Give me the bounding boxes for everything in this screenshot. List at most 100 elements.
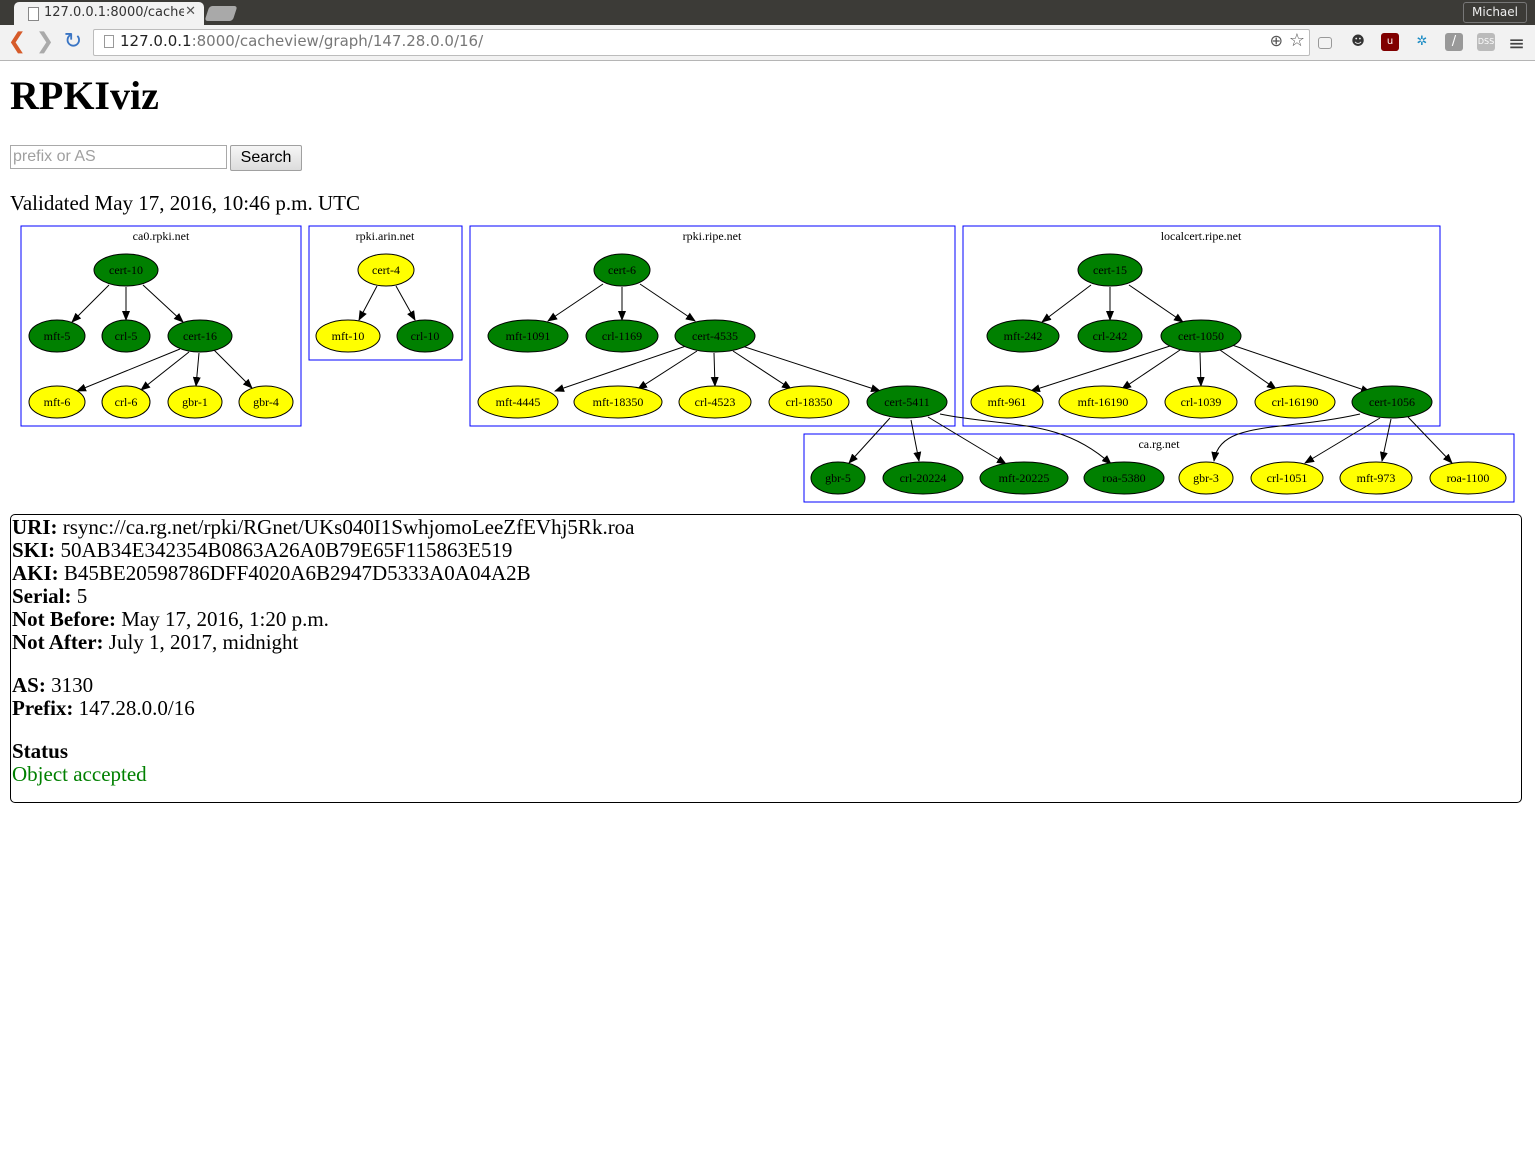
reload-icon[interactable]: ↻ <box>63 29 83 54</box>
prefix-row: Prefix: 147.28.0.0/16 <box>12 696 195 721</box>
graph-node[interactable]: gbr-4 <box>238 385 294 419</box>
graph-node[interactable]: crl-18350 <box>768 385 850 419</box>
graph-node[interactable]: crl-10 <box>396 319 454 353</box>
node-label: mft-16190 <box>1078 395 1129 409</box>
node-label: crl-18350 <box>786 395 833 409</box>
uri-row: URI: rsync://ca.rg.net/rpki/RGnet/UKs040… <box>12 515 635 540</box>
graph-node[interactable]: crl-16190 <box>1254 385 1336 419</box>
graph-node[interactable]: mft-1091 <box>487 319 569 353</box>
node-label: gbr-3 <box>1193 471 1219 485</box>
graph-node[interactable]: gbr-1 <box>167 385 223 419</box>
zoom-icon[interactable]: ⊕ <box>1269 31 1283 50</box>
graph-node[interactable]: cert-4535 <box>674 319 756 353</box>
graph-node[interactable]: mft-242 <box>986 319 1060 353</box>
graph-node[interactable]: crl-6 <box>101 385 151 419</box>
graph-node[interactable]: mft-18350 <box>573 385 663 419</box>
graph-node[interactable]: mft-961 <box>970 385 1044 419</box>
graph-edges <box>71 283 1453 465</box>
graph-node[interactable]: mft-973 <box>1339 461 1413 495</box>
graph-node[interactable]: cert-5411 <box>866 385 948 419</box>
graph-node[interactable]: cert-15 <box>1077 253 1143 287</box>
validated-timestamp: Validated May 17, 2016, 10:46 p.m. UTC <box>10 191 360 215</box>
graph-node[interactable]: mft-4445 <box>477 385 559 419</box>
back-icon[interactable]: ❮ <box>7 29 27 54</box>
node-label: crl-6 <box>115 395 138 409</box>
graph-node[interactable]: cert-1056 <box>1351 385 1433 419</box>
graph-node[interactable]: roa-5380 <box>1083 461 1165 495</box>
graph-node[interactable]: crl-1039 <box>1164 385 1238 419</box>
dss-extension-icon[interactable]: DSS <box>1477 33 1495 51</box>
object-details-panel: URI: rsync://ca.rg.net/rpki/RGnet/UKs040… <box>10 514 1522 803</box>
aki-value: B45BE20598786DFF4020A6B2947D5333A0A04A2B <box>63 561 531 585</box>
node-label: gbr-4 <box>253 395 279 409</box>
node-label: cert-1050 <box>1178 329 1224 343</box>
node-label: cert-4535 <box>692 329 738 343</box>
graph-node[interactable]: roa-1100 <box>1429 461 1507 495</box>
profile-button[interactable]: Michael <box>1463 2 1527 23</box>
node-label: gbr-1 <box>182 395 208 409</box>
menu-icon[interactable]: ≡ <box>1508 31 1525 55</box>
graph-node[interactable]: cert-16 <box>167 319 233 353</box>
graph-node[interactable]: crl-20224 <box>882 461 964 495</box>
graph-node[interactable]: cert-10 <box>93 253 159 287</box>
search-button[interactable]: Search <box>230 145 302 171</box>
tab-strip: 127.0.0.1:8000/cacheview/graph/147.28.0.… <box>0 0 1535 25</box>
prefix-label: Prefix: <box>12 696 74 720</box>
node-label: crl-16190 <box>1272 395 1319 409</box>
address-url: 127.0.0.1:8000/cacheview/graph/147.28.0.… <box>120 32 483 50</box>
not-after-value: July 1, 2017, midnight <box>108 630 299 654</box>
node-label: cert-16 <box>183 329 217 343</box>
node-label: cert-15 <box>1093 263 1127 277</box>
node-label: gbr-5 <box>825 471 851 485</box>
graph-node[interactable]: crl-1169 <box>585 319 659 353</box>
node-label: mft-10 <box>332 329 365 343</box>
search-input[interactable] <box>10 145 227 169</box>
address-bar[interactable]: 127.0.0.1:8000/cacheview/graph/147.28.0.… <box>93 29 1310 56</box>
graph-node[interactable]: crl-242 <box>1077 319 1143 353</box>
page-info-icon[interactable] <box>104 35 114 48</box>
rpki-graph: ca0.rpki.net rpki.arin.net rpki.ripe.net… <box>20 225 1515 503</box>
incognito-extension-icon[interactable]: ☻ <box>1351 34 1365 49</box>
graph-node[interactable]: mft-20225 <box>979 461 1069 495</box>
graph-node[interactable]: gbr-3 <box>1178 461 1234 495</box>
ski-row: SKI: 50AB34E342354B0863A26A0B79E65F11586… <box>12 538 512 563</box>
node-label: cert-1056 <box>1369 395 1415 409</box>
as-value: 3130 <box>51 673 94 697</box>
forward-icon[interactable]: ❯ <box>35 29 55 54</box>
close-tab-icon[interactable]: ✕ <box>185 4 196 19</box>
node-label: crl-1039 <box>1181 395 1222 409</box>
graph-node[interactable]: crl-1051 <box>1250 461 1324 495</box>
node-label: roa-1100 <box>1447 471 1490 485</box>
serial-row: Serial: 5 <box>12 584 87 609</box>
graph-node[interactable]: cert-1050 <box>1160 319 1242 353</box>
bookmark-star-icon[interactable]: ☆ <box>1288 30 1305 51</box>
node-label: mft-20225 <box>999 471 1050 485</box>
slash-extension-icon[interactable]: / <box>1445 33 1463 51</box>
browser-tab[interactable]: 127.0.0.1:8000/cacheview/graph/147.28.0.… <box>14 2 204 25</box>
graph-node[interactable]: crl-5 <box>101 319 151 353</box>
node-label: mft-5 <box>44 329 71 343</box>
aki-label: AKI: <box>12 561 59 585</box>
graph-node[interactable]: mft-5 <box>28 319 86 353</box>
graph-node[interactable]: cert-4 <box>357 253 415 287</box>
node-label: roa-5380 <box>1102 471 1145 485</box>
graph-node[interactable]: cert-6 <box>593 253 651 287</box>
ublock-icon[interactable]: u <box>1381 33 1399 51</box>
page-title: RPKIviz <box>10 73 159 118</box>
network-extension-icon[interactable]: ✲ <box>1416 34 1428 49</box>
graph-node[interactable]: mft-16190 <box>1058 385 1148 419</box>
cast-icon[interactable] <box>1318 37 1332 49</box>
graph-node[interactable]: gbr-5 <box>810 461 866 495</box>
graph-node[interactable]: mft-6 <box>28 385 86 419</box>
node-label: cert-10 <box>109 263 143 277</box>
graph-node[interactable]: crl-4523 <box>678 385 752 419</box>
cluster-rpki-ripe-net: rpki.ripe.net <box>469 225 956 427</box>
graph-node[interactable]: mft-10 <box>315 319 381 353</box>
node-label: mft-18350 <box>593 395 644 409</box>
node-label: cert-4 <box>372 263 400 277</box>
status-heading: Status <box>12 739 68 764</box>
browser-toolbar: ❮ ❯ ↻ 127.0.0.1:8000/cacheview/graph/147… <box>0 25 1535 61</box>
cluster-label: rpki.ripe.net <box>683 229 742 243</box>
ski-label: SKI: <box>12 538 56 562</box>
node-label: crl-4523 <box>695 395 736 409</box>
